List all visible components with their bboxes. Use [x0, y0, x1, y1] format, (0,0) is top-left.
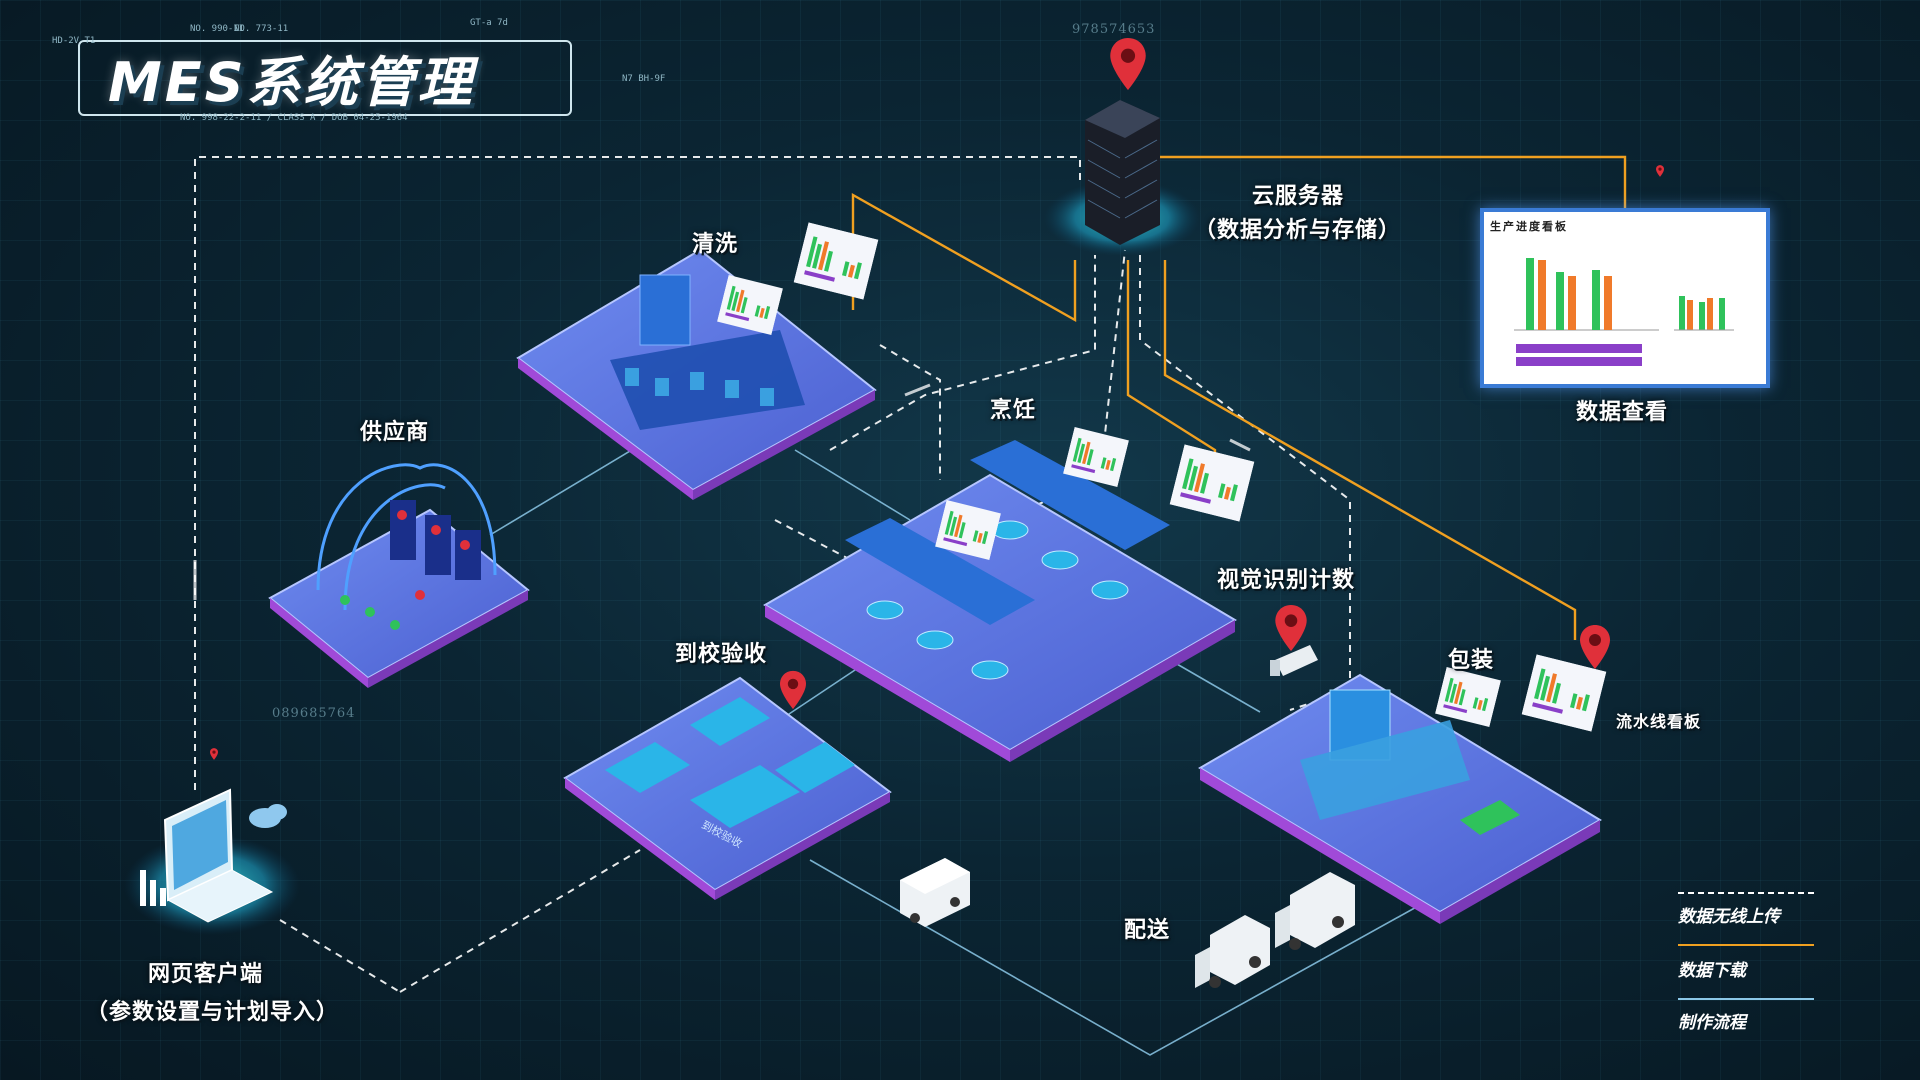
client-label: 网页客户端 — [148, 962, 264, 987]
legend-download-label: 数据下载 — [1678, 961, 1746, 981]
map-pin-icon — [1110, 38, 1146, 90]
dashboard-title: 生产进度看板 — [1490, 220, 1568, 233]
clean-label: 清洗 — [692, 232, 739, 257]
platform-receive — [563, 676, 892, 900]
legend-upload-label: 数据无线上传 — [1678, 907, 1780, 927]
download-cloud-clean — [851, 192, 1077, 323]
camera-icon — [1270, 645, 1318, 676]
download-cloud-cook — [1126, 260, 1217, 462]
cook-label: 烹饪 — [990, 398, 1037, 423]
flow-cook-pack — [1169, 659, 1261, 713]
legend-upload-line — [1678, 892, 1814, 894]
legend-flow-label: 制作流程 — [1678, 1013, 1746, 1033]
map-pin-icon — [1275, 605, 1307, 651]
production-dashboard: 生产进度看板 — [1480, 208, 1770, 388]
cloud-server-label: 云服务器 — [1252, 184, 1345, 209]
download-cloud-dashboard — [1160, 155, 1627, 208]
legend-flow-line — [1678, 998, 1814, 1000]
laptop-icon — [124, 788, 300, 935]
glow-accents — [193, 383, 1251, 600]
decor-text: NO. 990-II — [190, 24, 245, 34]
upload-client-cloud — [194, 156, 1081, 790]
cloud-server-sublabel: （数据分析与存储） — [1194, 218, 1402, 243]
receive-label: 到校验收 — [675, 642, 768, 667]
platform-clean — [516, 248, 877, 500]
data-view-label: 数据查看 — [1576, 400, 1669, 425]
truck-icon — [900, 858, 970, 927]
platform-pack — [1198, 673, 1602, 924]
flow-supplier-clean — [489, 444, 641, 536]
platform-supplier — [268, 463, 530, 688]
decor-text: NO. 998-22-2-11 / CLASS A / DOB 04-25-19… — [180, 113, 408, 123]
serial-number: 089685764 — [272, 706, 356, 721]
platform-cook — [763, 440, 1237, 762]
flow-clean-cook — [794, 449, 911, 521]
upload-cook-cloud — [829, 255, 1096, 451]
truck-icon — [1275, 872, 1355, 950]
line-board-label: 流水线看板 — [1616, 712, 1702, 731]
decor-text: HD-2V T1 — [52, 36, 96, 46]
page-title: MES系统管理 — [108, 51, 475, 114]
legend-download-line — [1678, 944, 1814, 946]
map-pin-icon — [210, 748, 218, 760]
upload-clean-cloud — [879, 344, 941, 480]
upload-client-bottom — [279, 919, 401, 993]
decor-text: GT-a 7d — [470, 18, 508, 28]
supplier-label: 供应商 — [360, 420, 430, 445]
pack-label: 包装 — [1448, 648, 1495, 673]
download-cloud-pack — [1163, 260, 1577, 640]
decor-text: NO. 773-11 — [234, 24, 289, 34]
map-pin-icon — [780, 670, 806, 710]
truck-icon — [1195, 915, 1270, 988]
upload-receive-client — [399, 849, 641, 993]
dashboard-chart — [1514, 258, 1734, 366]
serial-number: 978574653 — [1072, 22, 1156, 37]
map-pin-icon — [1656, 165, 1664, 177]
client-sublabel: （参数设置与计划导入） — [86, 1000, 340, 1025]
upload-cook2-cloud — [774, 249, 1126, 572]
cloud-icon — [249, 804, 287, 828]
delivery-label: 配送 — [1124, 918, 1171, 943]
map-pin-icon — [1580, 625, 1610, 669]
vision-count-label: 视觉识别计数 — [1217, 568, 1356, 593]
decor-text: N7 BH-9F — [622, 74, 666, 84]
title-frame — [78, 40, 572, 116]
server-rack-icon — [1044, 100, 1200, 256]
